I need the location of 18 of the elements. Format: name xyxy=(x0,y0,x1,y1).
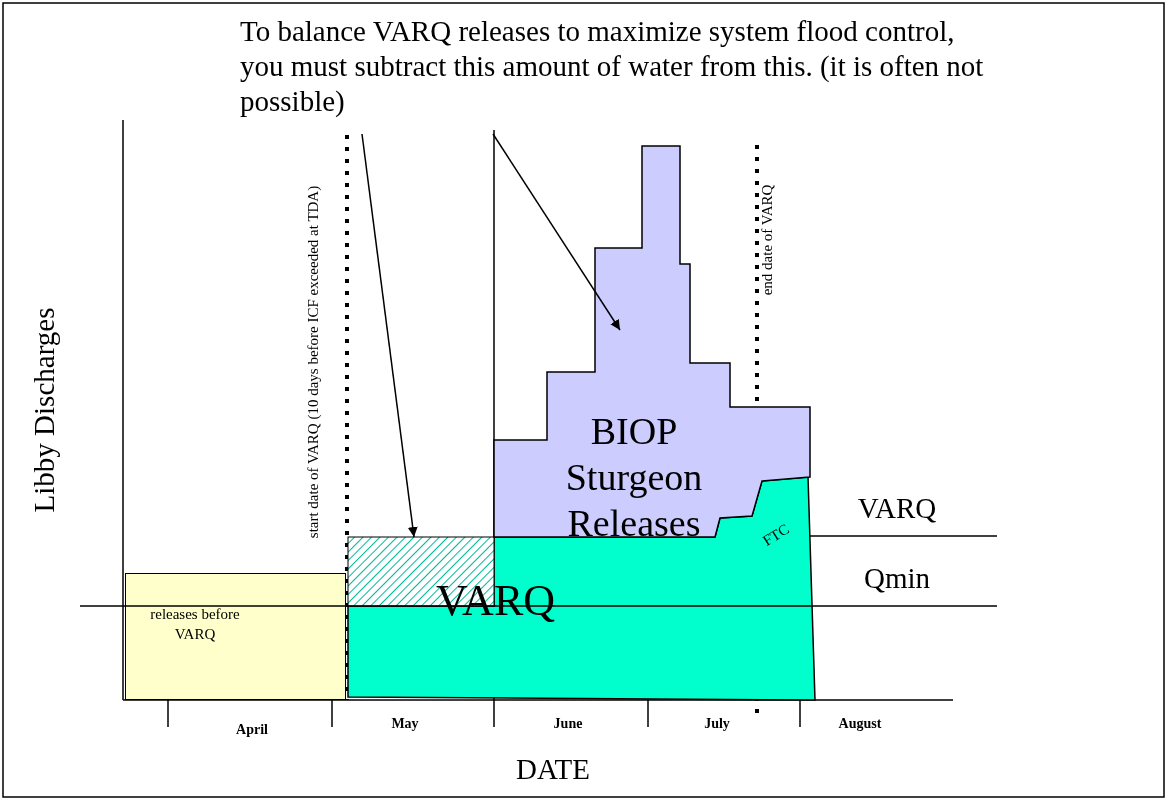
area-label: BIOP Sturgeon Releases xyxy=(564,409,704,546)
month-label: August xyxy=(838,716,882,732)
rotated-label: end date of VARQ xyxy=(758,184,776,296)
rotated-label: start date of VARQ (10 days before ICF exceeded at TDA) xyxy=(304,185,322,539)
month-label: June xyxy=(553,716,583,732)
line-label: Qmin xyxy=(863,563,931,595)
area-label: FTC xyxy=(759,520,793,550)
annotation-text: To balance VARQ releases to maximize system flood control, you must subtract this amount of water from this. (it is often not possible) xyxy=(240,14,1000,134)
releases-box xyxy=(125,573,346,700)
arrow xyxy=(361,133,418,538)
month-label: May xyxy=(391,716,419,732)
axis-title: Libby Discharges xyxy=(29,307,61,513)
month-label: July xyxy=(704,716,730,732)
box-label: releases before VARQ xyxy=(149,605,241,644)
axis-title: DATE xyxy=(515,754,591,786)
line-label: VARQ xyxy=(857,493,937,525)
month-label: April xyxy=(236,722,268,738)
arrow xyxy=(492,133,621,331)
